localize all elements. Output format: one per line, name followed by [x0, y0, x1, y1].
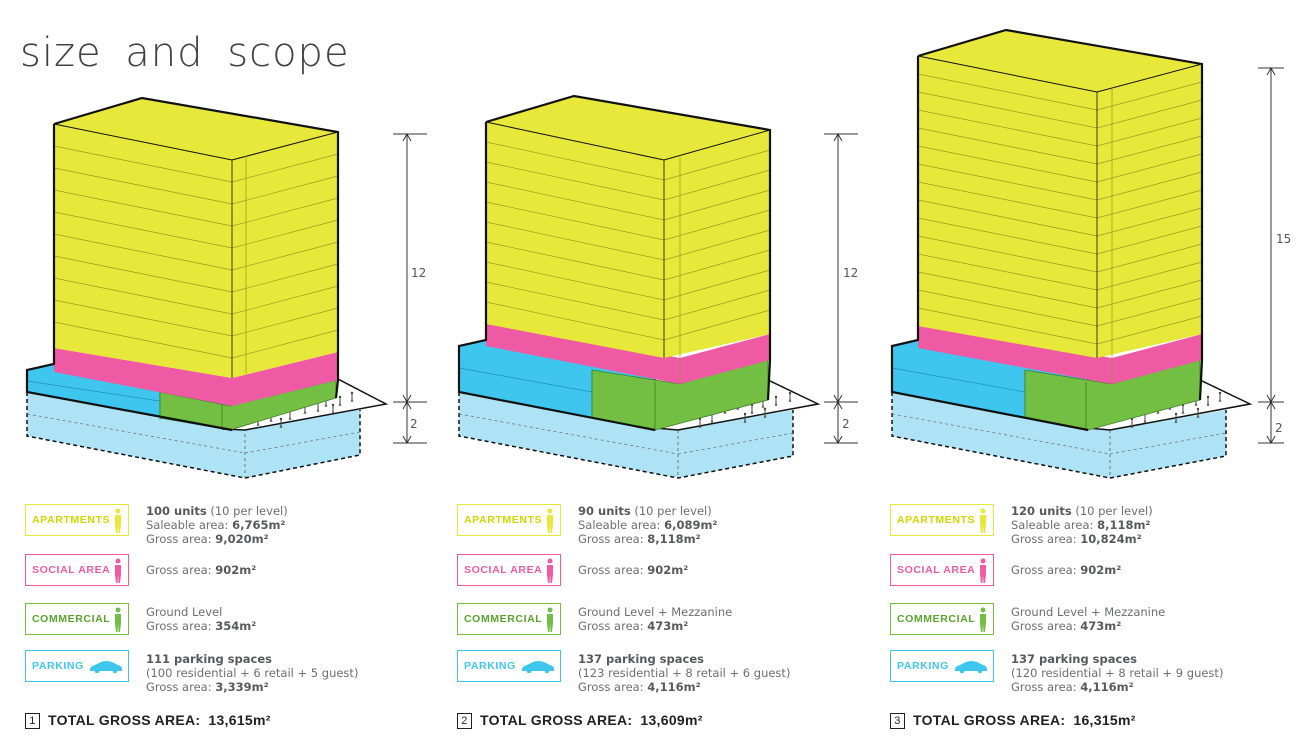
lower-floors-count-2: 2 — [842, 417, 850, 431]
apartments-legend: APARTMENTS — [890, 504, 994, 536]
building-3: 15 2 — [890, 28, 1291, 479]
lower-floors-count-3: 2 — [1275, 421, 1283, 435]
option-number: 2 — [457, 713, 472, 729]
parking-legend: PARKING — [457, 650, 561, 682]
social-info: Gross area: 902m² — [1011, 563, 1122, 577]
social-legend: SOCIAL AREA — [25, 554, 129, 586]
apartments-front-1 — [54, 124, 232, 378]
building-1: 12 2 — [25, 96, 427, 479]
person-icon — [115, 558, 121, 583]
person-icon — [547, 508, 553, 533]
car-icon — [522, 661, 554, 674]
apartments-front-2 — [486, 122, 664, 358]
upper-floors-count-2: 12 — [843, 266, 858, 280]
social-info: Gross area: 902m² — [146, 563, 257, 577]
apartments-info: 90 units (10 per level) Saleable area: 6… — [578, 504, 718, 546]
person-icon — [980, 607, 986, 632]
height-dimension-1 — [393, 132, 427, 445]
social-level-1 — [54, 348, 232, 406]
basement-parking-2 — [459, 392, 793, 478]
apartments-info: 100 units (10 per level) Saleable area: … — [146, 504, 288, 546]
option-number: 3 — [890, 713, 905, 729]
massing-diagrams: 12 2 — [25, 28, 1291, 479]
person-icon — [115, 607, 121, 632]
lower-floors-count-1: 2 — [410, 417, 418, 431]
person-icon — [115, 508, 121, 533]
parking-legend: PARKING — [25, 650, 129, 682]
social-level-2 — [486, 324, 680, 384]
option-number: 1 — [25, 713, 40, 729]
apartments-info: 120 units (10 per level) Saleable area: … — [1011, 504, 1153, 546]
height-dimension-3 — [1258, 66, 1284, 445]
commercial-info: Ground Level + Mezzanine Gross area: 473… — [1011, 605, 1166, 633]
apartments-legend: APARTMENTS — [25, 504, 129, 536]
parking-info: 111 parking spaces (100 residential + 6 … — [146, 652, 359, 694]
person-icon — [547, 607, 553, 632]
social-legend: SOCIAL AREA — [890, 554, 994, 586]
building-2: 12 2 — [457, 94, 858, 479]
apartments-legend: APARTMENTS — [457, 504, 561, 536]
upper-floors-count-3: 15 — [1276, 232, 1291, 246]
car-icon — [955, 661, 987, 674]
commercial-info: Ground Level + Mezzanine Gross area: 473… — [578, 605, 733, 633]
commercial-info: Ground Level Gross area: 354m² — [146, 605, 257, 633]
parking-info: 137 parking spaces (123 residential + 8 … — [578, 652, 791, 694]
page-title: size and scope — [20, 30, 350, 76]
social-level-3 — [918, 326, 1112, 384]
commercial-legend: COMMERCIAL — [25, 603, 129, 635]
basement-parking-3 — [892, 392, 1226, 478]
car-icon — [90, 661, 122, 674]
height-dimension-2 — [824, 132, 858, 445]
parking-legend: PARKING — [890, 650, 994, 682]
upper-floors-count-1: 12 — [411, 266, 426, 280]
commercial-legend: COMMERCIAL — [457, 603, 561, 635]
person-icon — [547, 558, 553, 583]
person-icon — [980, 558, 986, 583]
commercial-legend: COMMERCIAL — [890, 603, 994, 635]
basement-parking-1 — [27, 392, 360, 478]
social-info: Gross area: 902m² — [578, 563, 689, 577]
apartments-front-3 — [918, 56, 1097, 358]
person-icon — [980, 508, 986, 533]
parking-info: 137 parking spaces (120 residential + 8 … — [1011, 652, 1224, 694]
apartments-side-1 — [232, 132, 338, 378]
social-legend: SOCIAL AREA — [457, 554, 561, 586]
